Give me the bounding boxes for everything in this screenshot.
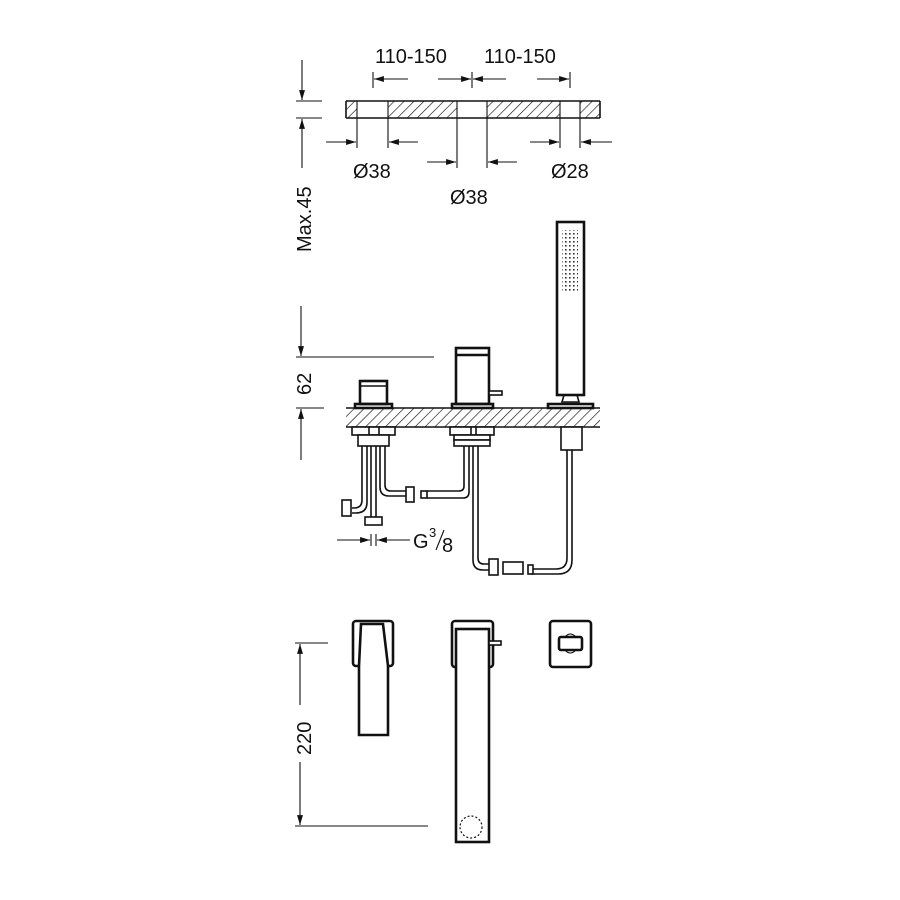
thread-label: G [413, 531, 429, 553]
spout-height-label: 220 [294, 722, 316, 755]
deck-thickness-label: Max.45 [294, 186, 316, 252]
spout-body [420, 346, 524, 576]
spacing-left-label: 110-150 [375, 46, 447, 68]
deck-section-side [346, 407, 600, 428]
deck-thickness-dimension: Max.45 [294, 60, 322, 252]
hole-center-diameter-label: Ø38 [450, 187, 488, 209]
side-view: 62 G 3 8 [294, 220, 600, 576]
hole-left-diameter-label: Ø38 [353, 161, 391, 183]
spacing-right-label: 110-150 [484, 46, 556, 68]
height-above-deck-label: 62 [294, 373, 316, 395]
thread-sup: 3 [429, 525, 436, 540]
shower-hose [527, 402, 595, 575]
spout-height-dimension: 220 [294, 642, 428, 827]
top-view: 110-150 110-150 Ø38 Ø38 Ø28 [294, 46, 612, 252]
diverter-top [548, 619, 593, 669]
valve-left [341, 379, 415, 526]
spout-front [450, 619, 502, 844]
spacing-dimension: 110-150 110-150 [372, 46, 571, 88]
hand-shower [555, 220, 586, 403]
thread-dimension: G 3 8 [337, 525, 453, 557]
front-view: 220 [294, 619, 593, 844]
height-above-deck-dimension: 62 [294, 306, 434, 460]
handle-front [351, 619, 395, 737]
hole-diameter-dimensions: Ø38 Ø38 Ø28 [326, 118, 612, 209]
hole-right-diameter-label: Ø28 [551, 161, 589, 183]
deck-section-top [345, 100, 601, 119]
thread-sub: 8 [442, 535, 453, 557]
